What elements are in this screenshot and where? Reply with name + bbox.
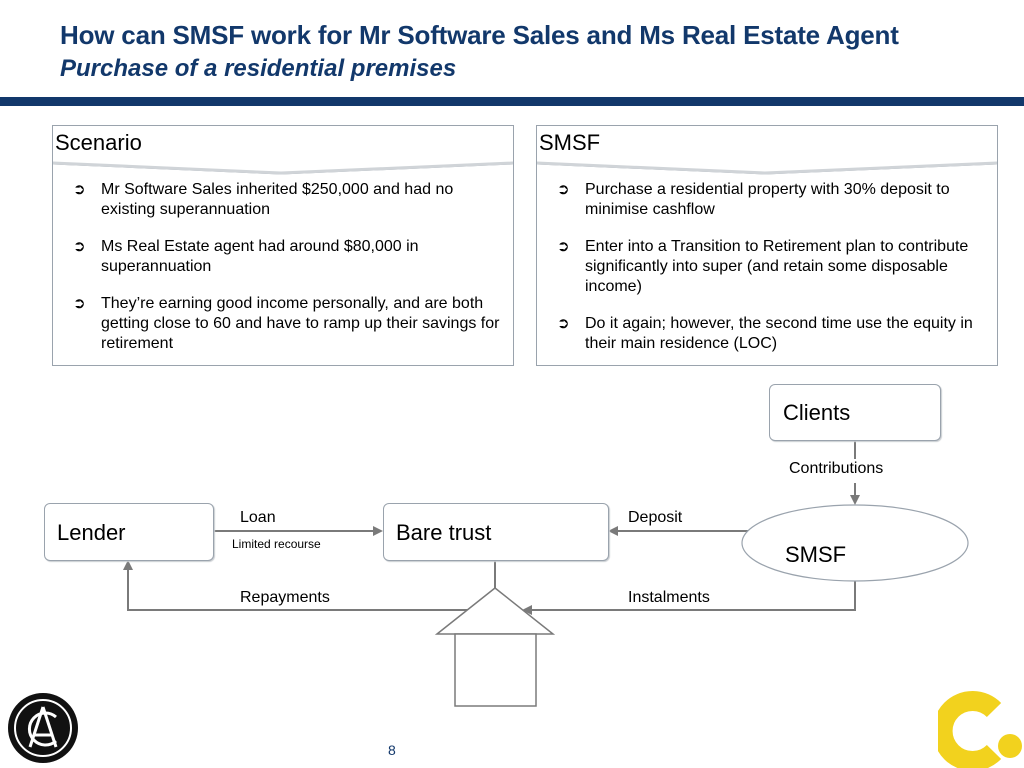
arrow-bullet-icon: ➲ <box>73 238 86 255</box>
scenario-bullet-list: ➲Mr Software Sales inherited $250,000 an… <box>73 180 503 371</box>
bare-trust-label: Bare trust <box>396 520 492 545</box>
list-item: ➲Mr Software Sales inherited $250,000 an… <box>73 181 454 218</box>
deposit-label: Deposit <box>628 509 683 526</box>
list-item: ➲Purchase a residential property with 30… <box>557 181 950 218</box>
scenario-panel: Scenario ➲Mr Software Sales inherited $2… <box>52 125 514 366</box>
arrow-bullet-icon: ➲ <box>73 295 86 312</box>
smsf-ellipse <box>741 504 969 582</box>
instalments-label: Instalments <box>628 589 710 606</box>
arrow-bullet-icon: ➲ <box>557 181 570 198</box>
repayments-arrow <box>123 560 470 611</box>
list-item: ➲Do it again; however, the second time u… <box>557 315 973 352</box>
scenario-heading: Scenario <box>55 130 142 155</box>
emblem-logo-icon <box>8 693 78 763</box>
contributions-label: Contributions <box>789 460 884 477</box>
house-icon <box>434 587 556 707</box>
loan-label: Loan <box>240 509 276 526</box>
arrow-bullet-icon: ➲ <box>557 238 570 255</box>
smsf-panel: SMSF ➲Purchase a residential property wi… <box>536 125 998 366</box>
arrow-bullet-icon: ➲ <box>73 181 86 198</box>
repayments-label: Repayments <box>240 589 330 606</box>
limited-recourse-label: Limited recourse <box>232 537 321 551</box>
instalments-arrow <box>522 581 856 615</box>
page-number: 8 <box>388 742 396 758</box>
bare-trust-box: Bare trust <box>383 503 609 561</box>
slide-title: How can SMSF work for Mr Software Sales … <box>60 20 899 50</box>
smsf-chevron-divider <box>537 161 997 175</box>
lender-label: Lender <box>57 520 126 545</box>
header-rule <box>0 97 1024 106</box>
list-item: ➲Enter into a Transition to Retirement p… <box>557 238 969 295</box>
smsf-ellipse-label: SMSF <box>785 542 847 567</box>
scenario-chevron-divider <box>53 161 513 175</box>
clients-label: Clients <box>783 400 851 425</box>
brand-c-logo-icon <box>938 691 1022 768</box>
slide-subtitle: Purchase of a residential premises <box>60 55 457 82</box>
clients-box: Clients <box>769 384 941 441</box>
smsf-bullet-list: ➲Purchase a residential property with 30… <box>557 180 987 371</box>
list-item: ➲They’re earning good income personally,… <box>73 295 500 352</box>
lender-box: Lender <box>44 503 214 561</box>
list-item: ➲Ms Real Estate agent had around $80,000… <box>73 238 419 275</box>
arrow-bullet-icon: ➲ <box>557 315 570 332</box>
smsf-heading: SMSF <box>539 130 601 155</box>
